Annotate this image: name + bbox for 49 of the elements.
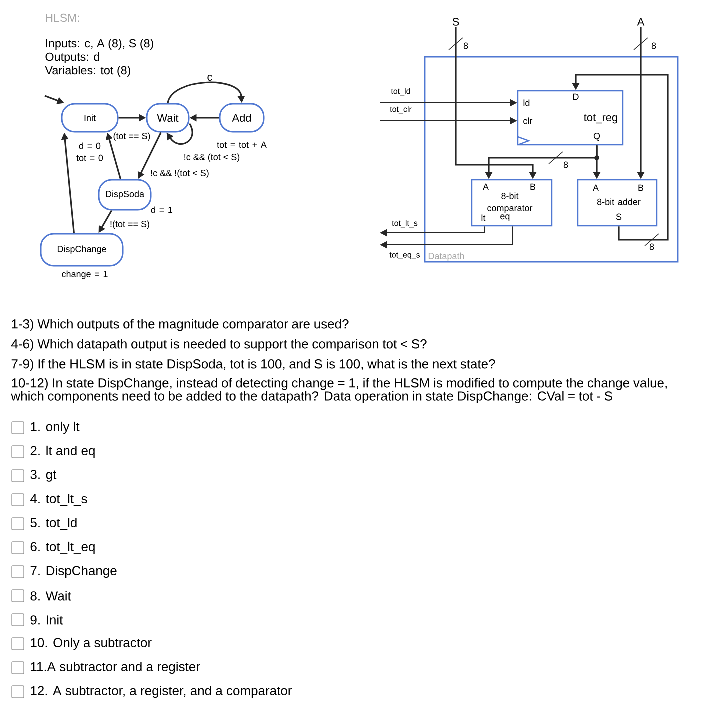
- adder-box: A B 8-bit adder S: [577, 179, 658, 227]
- arrow: [167, 82, 246, 104]
- option-label: 11.A subtractor and a register: [31, 662, 200, 674]
- edge-label: 8: [564, 162, 568, 168]
- register-box: D ld clr tot_reg Q: [517, 90, 624, 146]
- edge-label: c: [208, 74, 212, 82]
- edge-label: (tot == S): [114, 132, 150, 142]
- edge-label: !c && (tot < S): [184, 154, 240, 162]
- spec-line: Variables: tot (8): [45, 66, 131, 77]
- state-bubble: DispChange: [40, 233, 124, 267]
- question-text: 1-3) Which outputs of the magnitude comparator are used?: [12, 319, 349, 332]
- option-label: 3. gt: [30, 470, 57, 482]
- edge-label: 8: [464, 42, 468, 50]
- edge-label: tot_clr: [390, 106, 412, 114]
- state-action: d = 0 tot = 0: [76, 142, 104, 162]
- edge-label: 8: [652, 42, 656, 50]
- state-action: d = 1: [151, 206, 173, 214]
- signal-label: A: [637, 18, 645, 26]
- option-label: 7. DispChange: [30, 566, 117, 578]
- arrow: [166, 123, 194, 145]
- option-label: 9. Init: [30, 615, 64, 625]
- state-bubble: Wait: [146, 103, 190, 133]
- question-text: 7-9) If the HLSM is in state DispSoda, tot is 100, and S is 100, what is the next state?: [12, 359, 496, 372]
- edge-label: 8: [650, 244, 654, 250]
- edge-label: tot_ld: [391, 88, 410, 96]
- option-label: 8. Wait: [30, 591, 72, 601]
- option-label: 10. Only a subtractor: [31, 638, 152, 650]
- option-label: 5. tot_ld: [30, 518, 77, 530]
- state-bubble: Add: [219, 103, 265, 133]
- edge-label: !c && !(tot < S): [151, 170, 209, 178]
- state-bubble: Init: [61, 103, 119, 133]
- edge-label: tot_eq_s: [390, 252, 420, 260]
- heading: HLSM:: [46, 14, 80, 22]
- state-action: tot = tot + A: [217, 142, 267, 148]
- edge-label: tot_lt_s: [392, 220, 418, 228]
- option-label: 12. A subtractor, a register, and a comparator: [31, 686, 292, 698]
- option-label: 4. tot_lt_s: [30, 494, 88, 506]
- edge-label: !(tot == S): [110, 220, 150, 230]
- spec-line: Inputs: c, A (8), S (8): [46, 39, 154, 50]
- signal-label: S: [452, 18, 460, 26]
- option-label: 1. only lt: [31, 422, 80, 434]
- comparator-box: A B 8-bit comparator lt eq: [471, 179, 553, 227]
- option-label: 2. lt and eq: [30, 446, 95, 458]
- spec-line: Outputs: d: [46, 52, 100, 64]
- option-label: 6. tot_lt_eq: [30, 542, 95, 554]
- state-bubble: DispSoda: [98, 179, 152, 211]
- state-action: change = 1: [62, 270, 108, 280]
- question-text: 4-6) Which datapath output is needed to support the comparison tot < S?: [12, 339, 427, 352]
- question-text: 10-12) In state DispChange, instead of detecting change = 1, if the HLSM is modified to compute the change value, which components need to be added to the datapath? Data operation in state DispChange: CVal = tot - S: [11, 378, 667, 404]
